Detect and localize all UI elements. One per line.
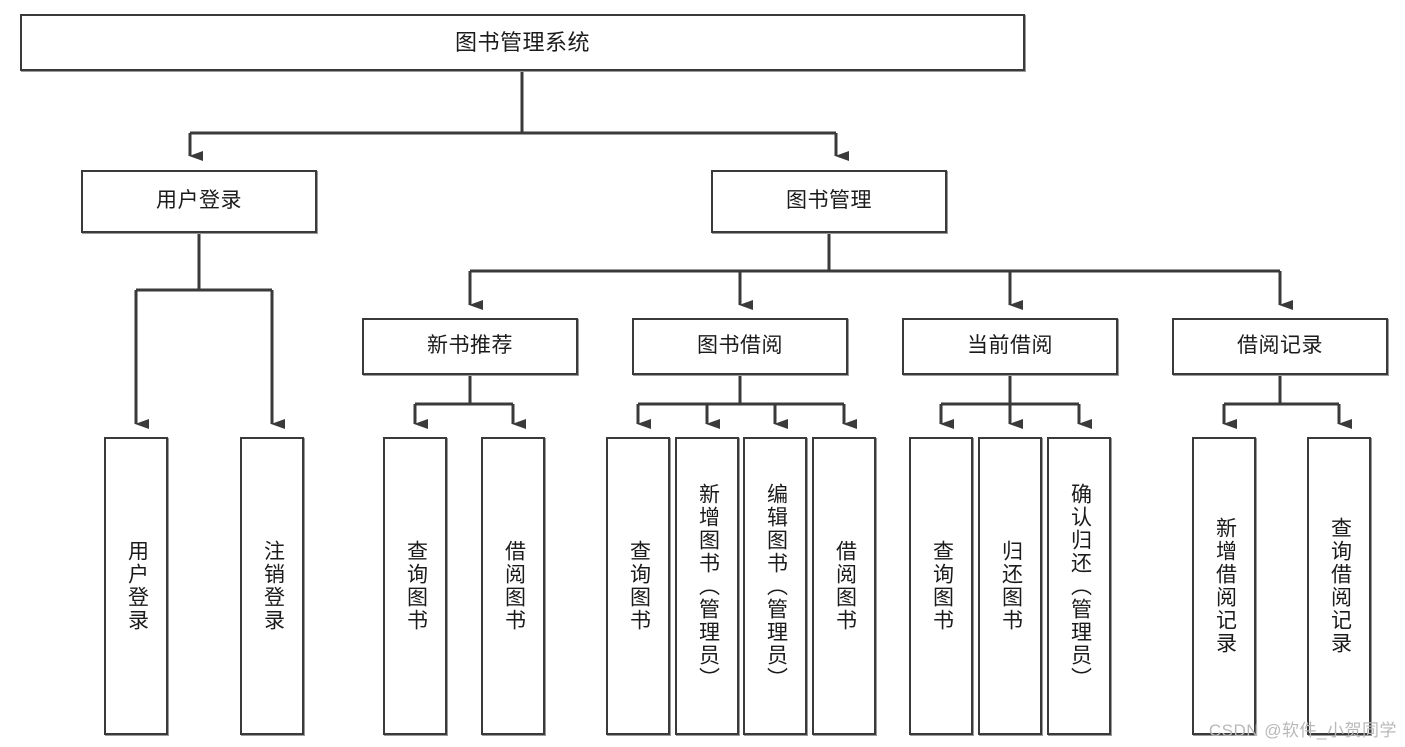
node-label: 当前借阅	[967, 334, 1053, 358]
node-label: 图书管理系统	[454, 29, 590, 55]
node-user-login[interactable]: 用户登录	[81, 170, 317, 233]
node-leaf-edit-book-admin[interactable]: 编辑图书（管理员）	[743, 437, 807, 735]
node-label: 归还图书	[999, 540, 1023, 632]
node-leaf-borrow-book-newbook[interactable]: 借阅图书	[481, 437, 545, 735]
node-leaf-confirm-return-admin[interactable]: 确认归还（管理员）	[1047, 437, 1111, 735]
node-leaf-query-book-newbook[interactable]: 查询图书	[383, 437, 447, 735]
node-leaf-borrow-book[interactable]: 借阅图书	[812, 437, 876, 735]
node-label: 查询图书	[627, 540, 651, 632]
node-leaf-user-login[interactable]: 用户登录	[104, 437, 168, 735]
node-label: 编辑图书（管理员）	[764, 482, 788, 690]
node-leaf-logout[interactable]: 注销登录	[240, 437, 304, 735]
node-label: 借阅记录	[1237, 334, 1323, 358]
node-book-borrowing[interactable]: 图书借阅	[632, 318, 848, 375]
node-leaf-return-book[interactable]: 归还图书	[978, 437, 1042, 735]
node-label: 查询图书	[404, 540, 428, 632]
node-label: 注销登录	[261, 540, 285, 632]
node-label: 查询图书	[930, 540, 954, 632]
node-new-book-recommendation[interactable]: 新书推荐	[362, 318, 578, 375]
node-leaf-query-book-borrow[interactable]: 查询图书	[606, 437, 670, 735]
node-leaf-query-borrow-record[interactable]: 查询借阅记录	[1307, 437, 1371, 735]
node-leaf-add-borrow-record[interactable]: 新增借阅记录	[1192, 437, 1256, 735]
node-root-book-management-system[interactable]: 图书管理系统	[20, 14, 1025, 71]
node-label: 图书借阅	[697, 334, 783, 358]
node-label: 借阅图书	[833, 540, 857, 632]
node-label: 新书推荐	[427, 334, 513, 358]
node-leaf-query-book-current[interactable]: 查询图书	[909, 437, 973, 735]
node-borrowing-records[interactable]: 借阅记录	[1172, 318, 1388, 375]
node-label: 确认归还（管理员）	[1068, 482, 1092, 690]
node-label: 新增借阅记录	[1213, 517, 1237, 655]
node-book-management[interactable]: 图书管理	[711, 170, 947, 233]
node-leaf-add-book-admin[interactable]: 新增图书（管理员）	[675, 437, 739, 735]
node-label: 查询借阅记录	[1328, 517, 1352, 655]
node-label: 图书管理	[786, 189, 872, 213]
node-label: 用户登录	[125, 540, 149, 632]
node-current-borrowing[interactable]: 当前借阅	[902, 318, 1118, 375]
node-label: 新增图书（管理员）	[696, 482, 720, 690]
node-label: 借阅图书	[502, 540, 526, 632]
node-label: 用户登录	[156, 189, 242, 213]
